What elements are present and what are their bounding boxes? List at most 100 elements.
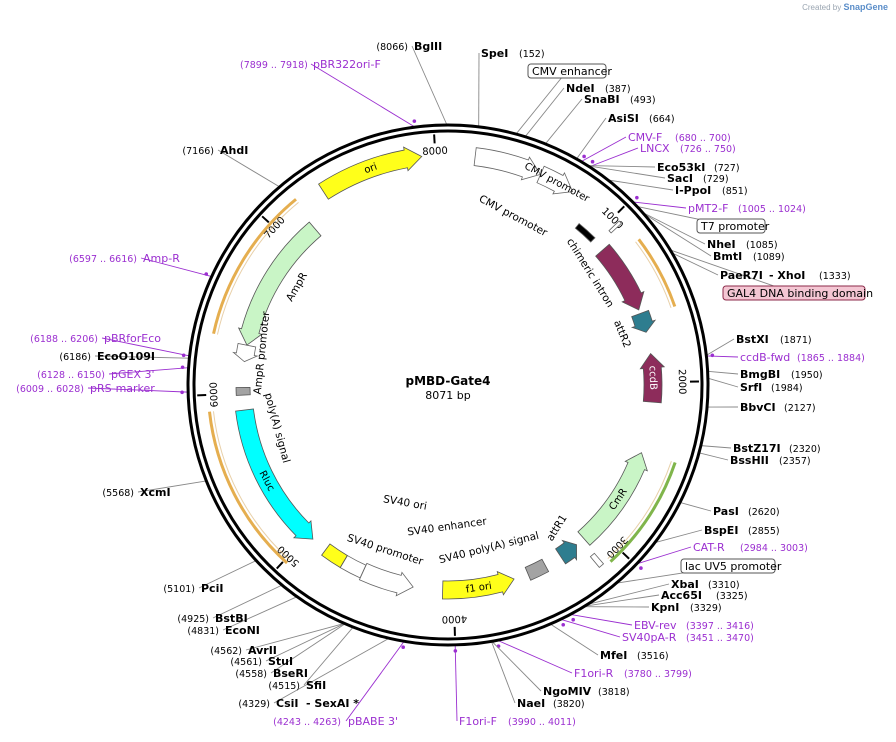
label-srfi[interactable]: SrfI (740, 381, 762, 394)
label-bspei[interactable]: BspEI (704, 524, 738, 537)
label-f1ori-f[interactable]: F1ori-F (459, 715, 497, 728)
label-mfei[interactable]: MfeI (600, 649, 627, 662)
primer-site-pbrforeco (181, 353, 186, 358)
feature-gal4-dna-binding-domain[interactable] (595, 243, 645, 311)
label-amp-r[interactable]: Amp-R (143, 252, 180, 265)
leader-line-srfi (707, 377, 739, 388)
feature-ccdb[interactable] (639, 352, 666, 404)
label-acc65i[interactable]: Acc65I (661, 589, 702, 602)
feature-t7-promoter[interactable] (608, 220, 622, 234)
inner-label-attr1: attR1 (544, 513, 569, 544)
label-cmv-f[interactable]: CMV-F (628, 131, 662, 144)
label-bstz17i[interactable]: BstZ17I (733, 442, 781, 455)
label-kpni[interactable]: KpnI (651, 601, 679, 614)
label-6186: (6186) (59, 352, 91, 363)
label-box-cmv-enhancer-box[interactable] (527, 63, 607, 79)
label-xbai[interactable]: XbaI (671, 578, 699, 591)
label-bmgbi[interactable]: BmgBI (740, 368, 780, 381)
feature-attr2[interactable] (630, 309, 657, 333)
label-lncx[interactable]: LNCX (640, 142, 670, 155)
label-paer7i[interactable]: PaeR7I (720, 269, 763, 282)
label-cat-r[interactable]: CAT-R (693, 541, 725, 554)
leader-line-ahdi (217, 149, 280, 188)
label-bsshii[interactable]: BssHII (730, 454, 769, 467)
feature-sv40-ori[interactable] (321, 543, 348, 569)
label-snabi[interactable]: SnaBI (584, 93, 620, 106)
feature-ori[interactable] (318, 146, 423, 200)
leader-line-ebv-rev (570, 613, 633, 626)
label-ebv-rev[interactable]: EBV-rev (634, 619, 677, 632)
leader-line-bseri (270, 623, 346, 674)
orf-arc-shadow (216, 201, 299, 335)
label-1865-1884: (1865 .. 1884) (797, 353, 865, 364)
label-bstbi[interactable]: BstBI (215, 612, 248, 625)
label-spei[interactable]: SpeI (481, 47, 508, 60)
label-xcmi[interactable]: XcmI (140, 486, 171, 499)
leader-line-stui (265, 623, 345, 662)
label-ngomiv[interactable]: NgoMIV (543, 685, 592, 698)
label-eco53ki[interactable]: Eco53kI (657, 161, 705, 174)
label-pgex-3[interactable]: pGEX 3' (111, 368, 155, 381)
label-box-gal4-box[interactable] (722, 285, 866, 301)
label-cmv-enhancer-box: CMV enhancer (532, 65, 612, 78)
label-box-lac-uv5-promoter-box[interactable] (680, 558, 776, 574)
label-ndei[interactable]: NdeI (566, 82, 595, 95)
feature-lac-uv5-promoter[interactable] (589, 552, 605, 568)
label-nhei[interactable]: NheI (707, 238, 736, 251)
label-3310: (3310) (708, 580, 740, 591)
feature-f1-ori[interactable] (442, 570, 515, 600)
label-ecoo109i[interactable]: EcoO109I (97, 350, 155, 363)
label-pmt2-f[interactable]: pMT2-F (688, 202, 729, 215)
label-xhoi[interactable]: - XhoI (769, 269, 805, 282)
label-i-ppoi[interactable]: I-PpoI (675, 184, 711, 197)
label-pasi[interactable]: PasI (713, 505, 739, 518)
label-bstxi[interactable]: BstXI (736, 333, 769, 346)
label-asisi[interactable]: AsiSI (608, 112, 639, 125)
label-sfii[interactable]: SfiI (306, 679, 326, 692)
orf-arc-shadow (635, 241, 672, 309)
feature-cmv-enhancer[interactable] (473, 147, 542, 181)
feature-chimeric-intron[interactable] (574, 222, 596, 243)
label-prs-marker[interactable]: pRS-marker (90, 382, 155, 395)
label-naei[interactable]: NaeI (517, 697, 545, 710)
label-pbr322ori-f[interactable]: pBR322ori-F (313, 58, 381, 71)
label-pcii[interactable]: PciI (201, 582, 223, 595)
feature-cmr[interactable] (577, 452, 648, 546)
label-bseri[interactable]: BseRI (273, 667, 308, 680)
label-1005-1024: (1005 .. 1024) (738, 204, 806, 215)
label-pbrforeco[interactable]: pBRforEco (104, 332, 161, 345)
label-sexai[interactable]: - SexAI * (306, 697, 359, 710)
leader-line-asisi (576, 117, 607, 160)
label-bglii[interactable]: BglII (414, 40, 442, 53)
label-stui[interactable]: StuI (268, 655, 293, 668)
feature-cmv-promoter[interactable] (536, 165, 574, 195)
feature-attr1[interactable] (555, 539, 577, 565)
label-csii[interactable]: CsiI (276, 697, 298, 710)
label-ahdi[interactable]: AhdI (220, 144, 248, 157)
label-5568: (5568) (102, 488, 134, 499)
feature-sv40-poly-a-signal[interactable] (524, 558, 550, 581)
feature-rluc[interactable] (235, 408, 314, 540)
label-bmti[interactable]: BmtI (713, 250, 742, 263)
feature-poly-a-signal[interactable] (235, 386, 251, 396)
label-2855: (2855) (748, 526, 780, 537)
label-gal4-box: GAL4 DNA binding domain (727, 287, 873, 300)
label-ccdb-fwd[interactable]: ccdB-fwd (740, 351, 790, 364)
plasmid-name: pMBD-Gate4 (405, 374, 490, 388)
label-sv40pa-r[interactable]: SV40pA-R (622, 631, 677, 644)
label-4925: (4925) (177, 614, 209, 625)
label-econi[interactable]: EcoNI (225, 624, 260, 637)
label-bbvci[interactable]: BbvCI (740, 401, 776, 414)
primer-site-ebv-rev (571, 617, 576, 622)
label-avrii[interactable]: AvrII (248, 644, 277, 657)
label-box-t7-promoter-box[interactable] (696, 218, 766, 234)
feature-sv40-promoter[interactable] (358, 562, 414, 597)
label-f1ori-r[interactable]: F1ori-R (574, 667, 614, 680)
inner-label-sv40-ori: SV40 ori (382, 493, 428, 512)
label-pbabe-3[interactable]: pBABE 3' (348, 715, 398, 728)
feature-ampr-promoter[interactable] (232, 343, 259, 363)
feature-ampr[interactable] (237, 221, 322, 346)
primer-site-pgex-3 (180, 365, 185, 370)
label-saci[interactable]: SacI (667, 172, 693, 185)
